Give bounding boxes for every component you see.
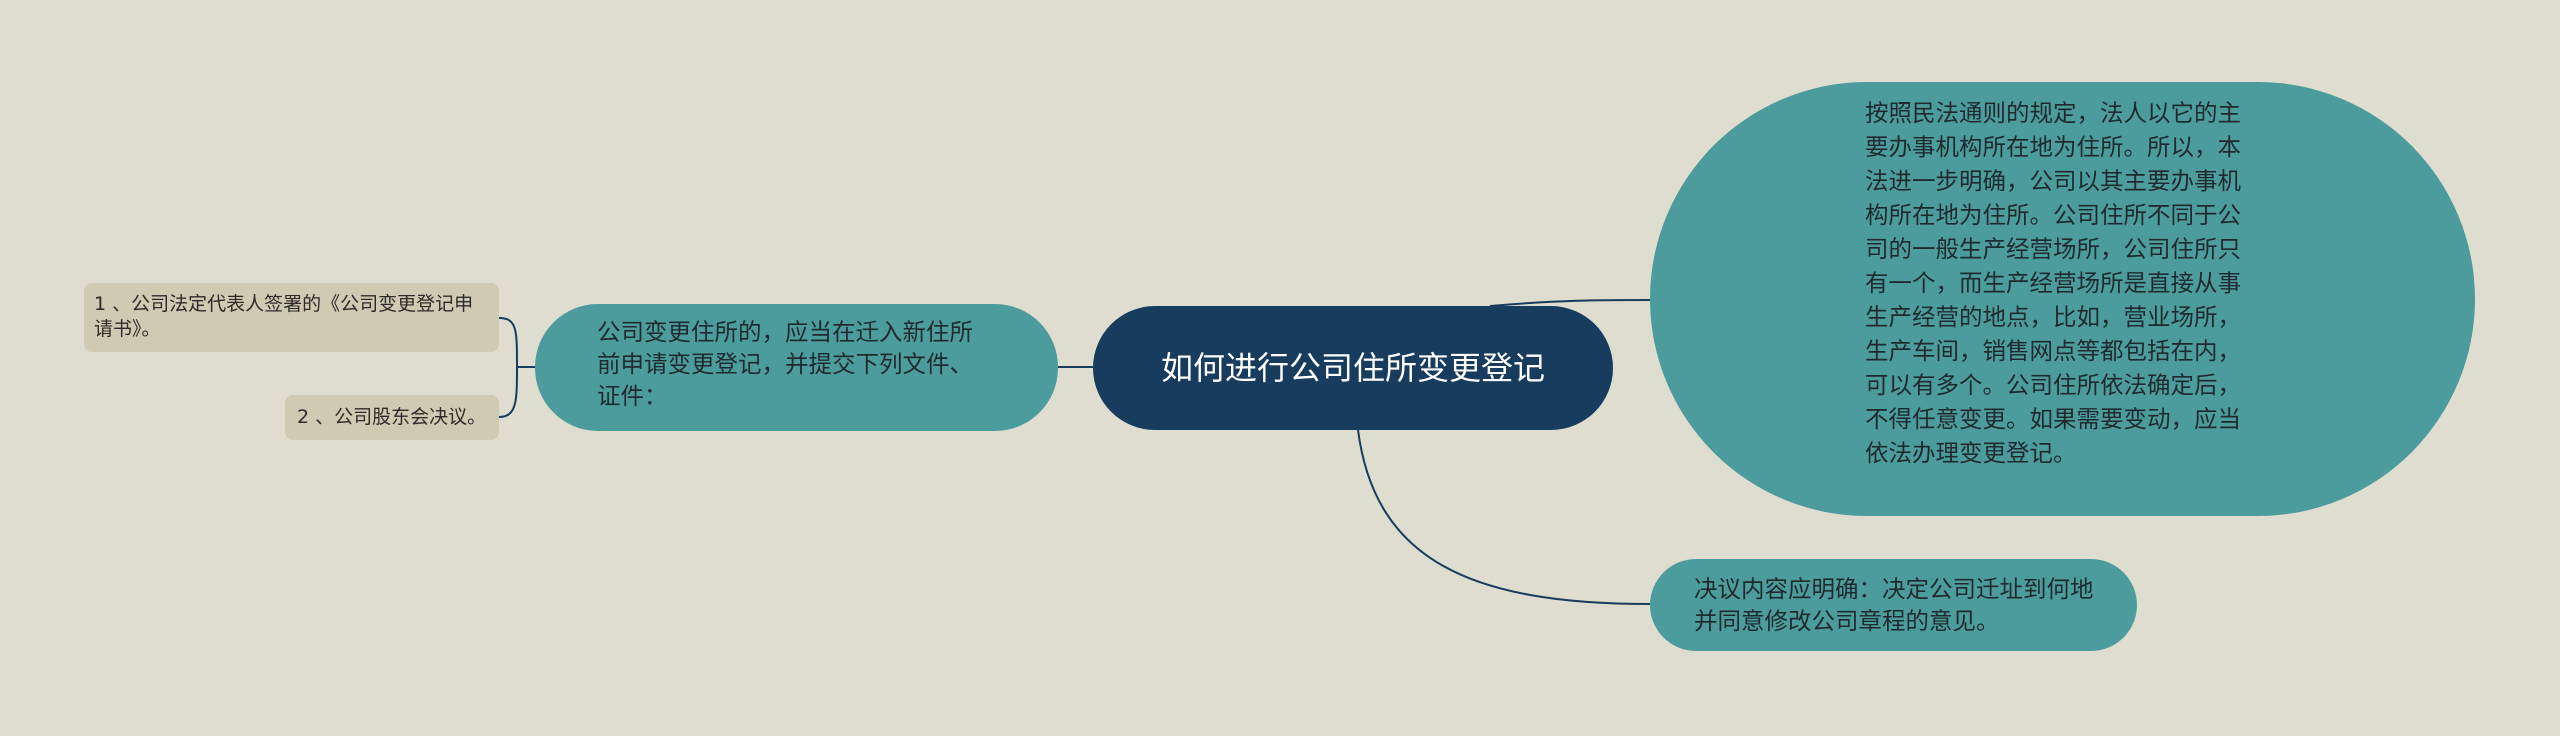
connector-to-leaf-1 bbox=[498, 317, 518, 368]
leaf-topic-1[interactable]: 1 、公司法定代表人签署的《公司变更登记申请书》。 bbox=[84, 283, 499, 352]
leaf-topic-2[interactable]: 2 、公司股东会决议。 bbox=[285, 395, 499, 440]
left-branch-label: 公司变更住所的，应当在迁入新住所前申请变更登记，并提交下列文件、证件： bbox=[597, 318, 973, 410]
right-branch-2-label: 决议内容应明确：决定公司迁址到何地并同意修改公司章程的意见。 bbox=[1694, 575, 2094, 635]
root-topic[interactable]: 如何进行公司住所变更登记 bbox=[1093, 306, 1613, 430]
connector-root-to-right-small bbox=[1357, 429, 1651, 605]
connector-to-leaf-2 bbox=[498, 366, 518, 418]
right-branch-topic-2[interactable]: 决议内容应明确：决定公司迁址到何地并同意修改公司章程的意见。 bbox=[1650, 559, 2137, 651]
left-branch-topic[interactable]: 公司变更住所的，应当在迁入新住所前申请变更登记，并提交下列文件、证件： bbox=[535, 304, 1058, 431]
leaf-topic-2-label: 2 、公司股东会决议。 bbox=[297, 406, 487, 428]
leaf-topic-1-label: 1 、公司法定代表人签署的《公司变更登记申请书》。 bbox=[94, 293, 474, 340]
right-branch-1-label: 按照民法通则的规定，法人以它的主要办事机构所在地为住所。所以，本法进一步明确，公… bbox=[1865, 99, 2241, 467]
right-branch-topic-1[interactable]: 按照民法通则的规定，法人以它的主要办事机构所在地为住所。所以，本法进一步明确，公… bbox=[1650, 82, 2475, 516]
connector-root-to-right-big bbox=[1489, 299, 1651, 307]
root-topic-label: 如何进行公司住所变更登记 bbox=[1160, 349, 1545, 387]
